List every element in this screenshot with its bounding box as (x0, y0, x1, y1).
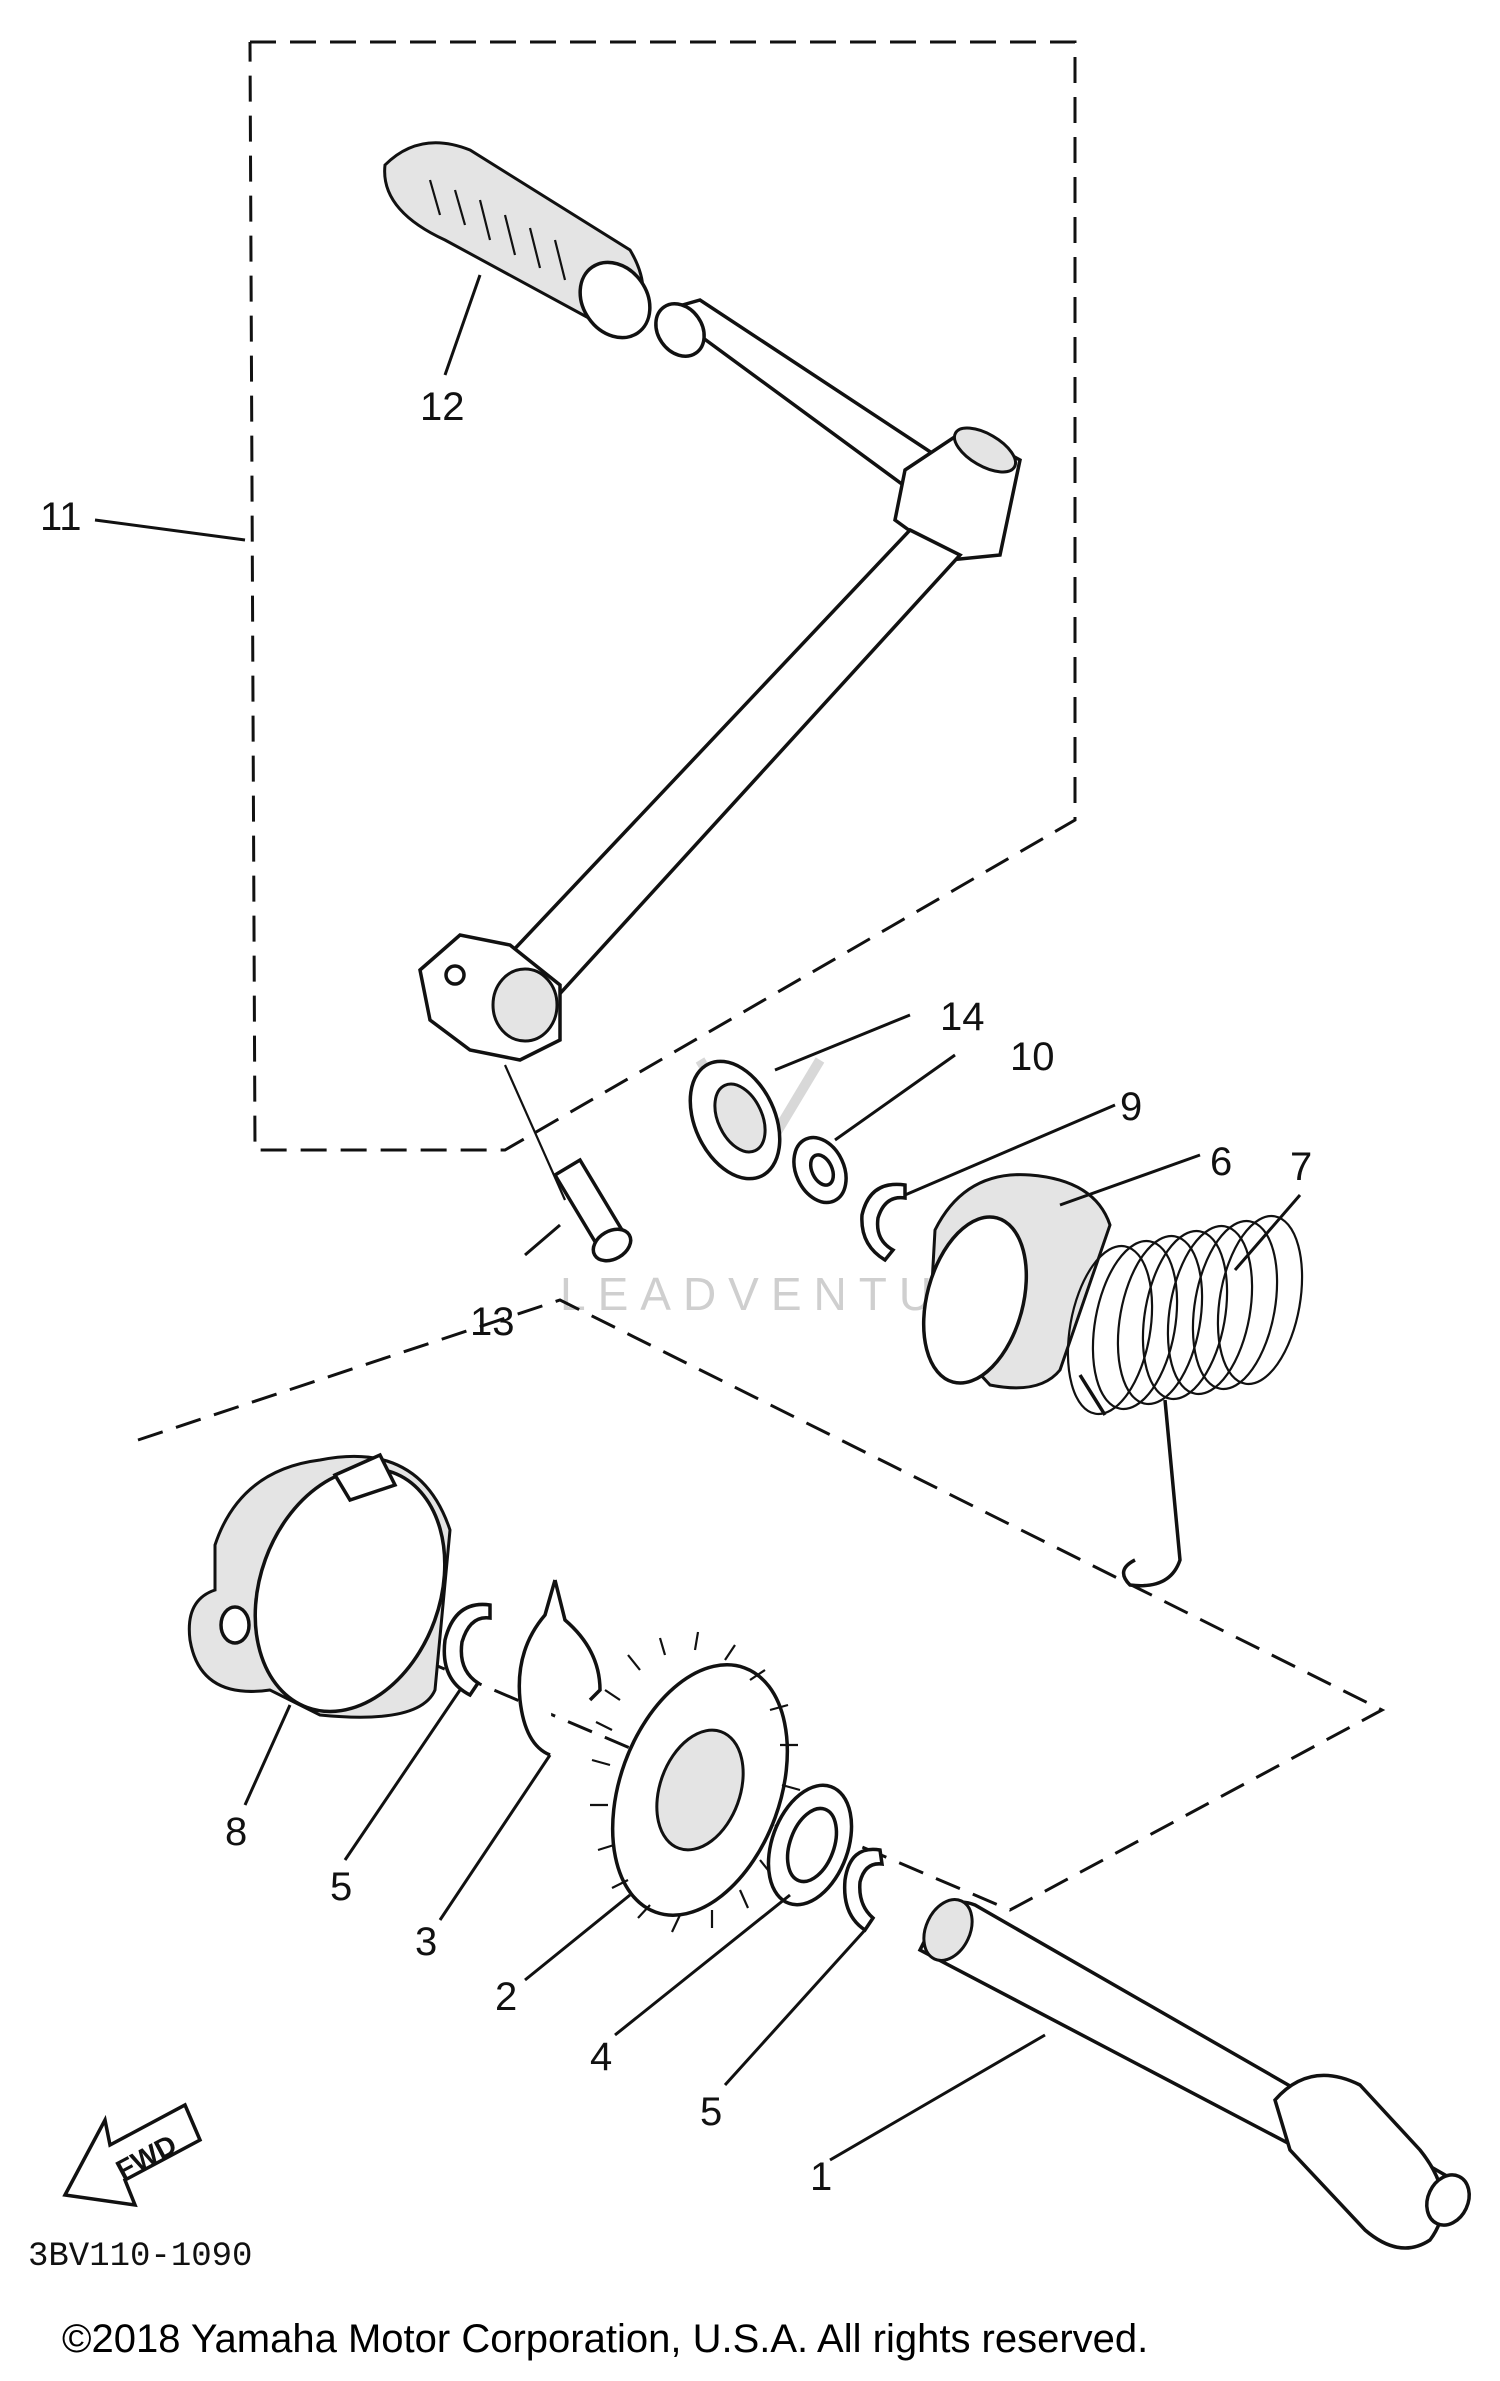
circlip-part-9[interactable] (860, 1182, 907, 1263)
washer-part-4[interactable] (753, 1774, 867, 1917)
callout-11: 11 (40, 495, 82, 539)
bolt-part-13[interactable] (503, 1064, 636, 1267)
kick-grip-part-12[interactable] (383, 141, 665, 351)
callout-8: 8 (225, 1810, 247, 1854)
kick-housing-part-8[interactable] (187, 1442, 477, 1738)
copyright-notice: ©2018 Yamaha Motor Corporation, U.S.A. A… (62, 2317, 1148, 2361)
torsion-spring-part-7[interactable] (1056, 1209, 1314, 1588)
circlip-part-5-lower[interactable] (842, 1847, 885, 1933)
leader-lines (94, 274, 1302, 2162)
callout-7: 7 (1290, 1145, 1312, 1189)
callout-3: 3 (415, 1920, 437, 1964)
callout-13: 13 (470, 1300, 515, 1344)
washer-part-10[interactable] (784, 1129, 856, 1211)
kick-arm-lower[interactable] (418, 527, 963, 1062)
callout-10: 10 (1010, 1035, 1055, 1079)
callout-2: 2 (495, 1975, 517, 2019)
kick-arm-upper[interactable] (646, 294, 1023, 562)
callout-labels: 1 2 3 4 5 5 6 7 8 9 10 11 12 13 14 (40, 385, 1312, 2199)
spring-cover-part-6[interactable] (907, 1173, 1112, 1395)
drawing-code: 3BV110-1090 (28, 2238, 252, 2276)
callout-1: 1 (810, 2155, 832, 2199)
callout-4: 4 (590, 2035, 612, 2079)
callout-6: 6 (1210, 1140, 1232, 1184)
kick-crank-assembly-box (248, 40, 1077, 1152)
callout-9: 9 (1120, 1085, 1142, 1129)
callout-5-upper: 5 (330, 1865, 352, 1909)
callout-14: 14 (940, 995, 985, 1039)
callout-12: 12 (420, 385, 465, 429)
callout-5-lower: 5 (700, 2090, 722, 2134)
kick-axle-part-1[interactable] (915, 1892, 1478, 2250)
spring-clip-part-3[interactable] (517, 1579, 602, 1757)
kick-gear-part-2[interactable] (580, 1631, 819, 1940)
fwd-arrow: FWD (62, 2102, 203, 2208)
bearing-part-14[interactable] (673, 1047, 798, 1193)
circlip-part-5-upper[interactable] (442, 1602, 492, 1698)
